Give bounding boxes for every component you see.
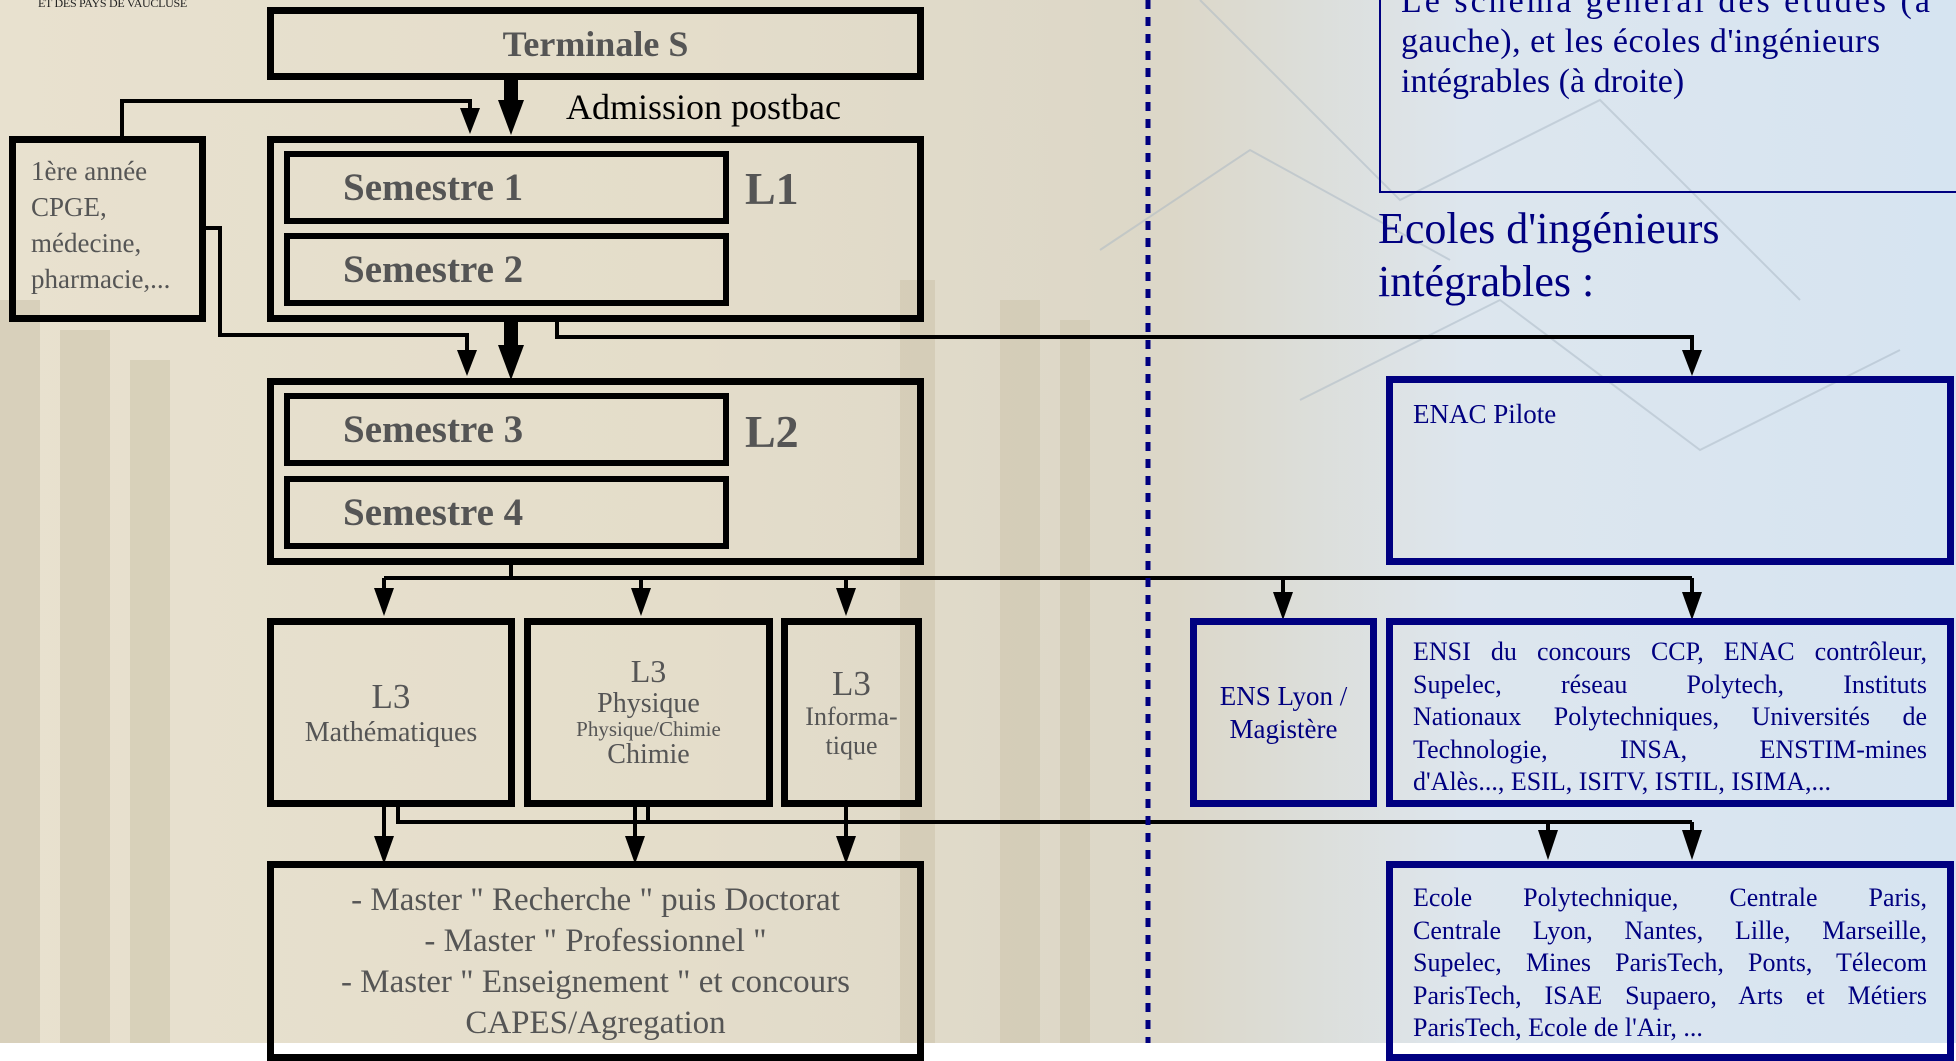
l3-info-line: tique bbox=[825, 730, 878, 760]
ecoles-line: ParisTech, ISAE Supaero, Arts et Métiers bbox=[1413, 980, 1927, 1010]
arrowhead bbox=[374, 588, 394, 616]
ensi-box: ENSI du concours CCP, ENAC contrôleur, S… bbox=[1386, 618, 1954, 807]
ens-lyon-line: ENS Lyon / bbox=[1219, 680, 1348, 711]
l3-math-subject: Mathématiques bbox=[304, 716, 478, 748]
intro-box: Le schéma général des études (à gauche),… bbox=[1379, 0, 1956, 193]
ensi-line: Technologie, INSA, ENSTIM-mines bbox=[1413, 734, 1927, 764]
semestre-2-box: Semestre 2 bbox=[284, 233, 729, 306]
side-line: pharmacie,... bbox=[31, 264, 171, 294]
intro-line: Le schéma général des études (à bbox=[1401, 0, 1933, 20]
semestre-1-label: Semestre 1 bbox=[343, 166, 524, 209]
side-box: 1ère année CPGE, médecine, pharmacie,... bbox=[9, 136, 206, 322]
admission-label: Admission postbac bbox=[566, 87, 841, 127]
arrowhead bbox=[1682, 830, 1702, 860]
l3-math-title: L3 bbox=[371, 676, 411, 716]
terminale-box: Terminale S bbox=[267, 7, 924, 80]
masters-line: CAPES/Agregation bbox=[465, 1005, 726, 1041]
arrowhead bbox=[374, 836, 394, 864]
line-side-to-l1 bbox=[120, 99, 472, 138]
grandes-ecoles-box: Ecole Polytechnique, Centrale Paris, Cen… bbox=[1386, 861, 1954, 1061]
heading-line: intégrables : bbox=[1378, 257, 1595, 306]
thick-arrowhead-1 bbox=[498, 100, 524, 135]
arrowhead bbox=[460, 108, 480, 134]
arrowhead bbox=[1682, 592, 1702, 620]
masters-line: - Master " Professionnel " bbox=[424, 923, 767, 959]
ecoles-line: Ecole Polytechnique, Centrale Paris, bbox=[1413, 883, 1927, 912]
intro-line: intégrables (à droite) bbox=[1401, 63, 1685, 100]
heading-line: Ecoles d'ingénieurs bbox=[1378, 204, 1720, 253]
line-l1-to-enac bbox=[555, 322, 1694, 362]
l3-phys-title: L3 bbox=[630, 653, 667, 690]
arrowhead bbox=[836, 588, 856, 616]
ecoles-line: Supelec, Mines ParisTech, Ponts, Télecom bbox=[1413, 948, 1927, 977]
ensi-line: ENSI du concours CCP, ENAC contrôleur, bbox=[1413, 637, 1927, 666]
arrowhead bbox=[631, 588, 651, 616]
semestre-1-box: Semestre 1 bbox=[284, 151, 729, 224]
logo-caption: ET DES PAYS DE VAUCLUSE bbox=[38, 0, 187, 10]
bus-grandes-ecoles bbox=[396, 805, 1692, 824]
arrowhead bbox=[625, 836, 645, 864]
ensi-line: d'Alès..., ESIL, ISITV, ISTIL, ISIMA,... bbox=[1413, 767, 1832, 796]
l1-box bbox=[267, 136, 924, 322]
ens-lyon-box: ENS Lyon / Magistère bbox=[1190, 618, 1377, 807]
l3-info-box: L3 Informa- tique bbox=[781, 618, 922, 807]
ecoles-line: Centrale Lyon, Nantes, Lille, Marseille, bbox=[1413, 915, 1927, 945]
enac-pilote-label: ENAC Pilote bbox=[1413, 399, 1557, 429]
arrowhead bbox=[1538, 830, 1558, 860]
l2-box bbox=[267, 378, 924, 565]
side-line: CPGE, bbox=[31, 192, 107, 222]
l3-phys-box: L3 Physique Physique/Chimie Chimie bbox=[524, 618, 773, 807]
ecoles-line: ParisTech, Ecole de l'Air, ... bbox=[1413, 1013, 1703, 1042]
ens-lyon-line: Magistère bbox=[1229, 713, 1338, 744]
l2-label: L2 bbox=[745, 406, 799, 457]
terminale-label: Terminale S bbox=[502, 23, 689, 64]
semestre-4-label: Semestre 4 bbox=[343, 491, 524, 534]
l3-phys-line: Chimie bbox=[607, 739, 690, 771]
l3-phys-line: Physique bbox=[597, 687, 700, 719]
l1-label: L1 bbox=[745, 163, 799, 214]
semestre-2-label: Semestre 2 bbox=[343, 248, 524, 291]
enac-pilote-box: ENAC Pilote bbox=[1386, 376, 1954, 565]
l3-math-box: L3 Mathématiques bbox=[267, 618, 515, 807]
intro-line: gauche), et les écoles d'ingénieurs bbox=[1401, 23, 1881, 60]
ensi-line: Nationaux Polytechniques, Universités de bbox=[1413, 702, 1927, 731]
ensi-line: Supelec, réseau Polytech, Instituts bbox=[1413, 669, 1927, 699]
semestre-3-label: Semestre 3 bbox=[343, 408, 524, 451]
arrowhead bbox=[457, 350, 477, 376]
side-line: 1ère année bbox=[31, 156, 148, 186]
arrowhead bbox=[1273, 592, 1293, 620]
thick-arrowhead-2 bbox=[498, 345, 524, 380]
masters-line: - Master " Enseignement " et concours bbox=[341, 964, 850, 1000]
l3-info-title: L3 bbox=[832, 663, 871, 703]
masters-box: - Master " Recherche " puis Doctorat - M… bbox=[267, 861, 924, 1061]
schools-heading: Ecoles d'ingénieurs intégrables : bbox=[1378, 202, 1720, 308]
side-line: médecine, bbox=[31, 228, 142, 258]
masters-line: - Master " Recherche " puis Doctorat bbox=[351, 882, 840, 918]
semestre-3-box: Semestre 3 bbox=[284, 393, 729, 466]
arrowhead bbox=[1682, 350, 1702, 376]
l3-info-line: Informa- bbox=[805, 702, 898, 732]
l3-phys-line: Physique/Chimie bbox=[576, 717, 721, 742]
arrowhead bbox=[836, 836, 856, 864]
line-side-to-l2 bbox=[205, 226, 469, 360]
semestre-4-box: Semestre 4 bbox=[284, 476, 729, 549]
